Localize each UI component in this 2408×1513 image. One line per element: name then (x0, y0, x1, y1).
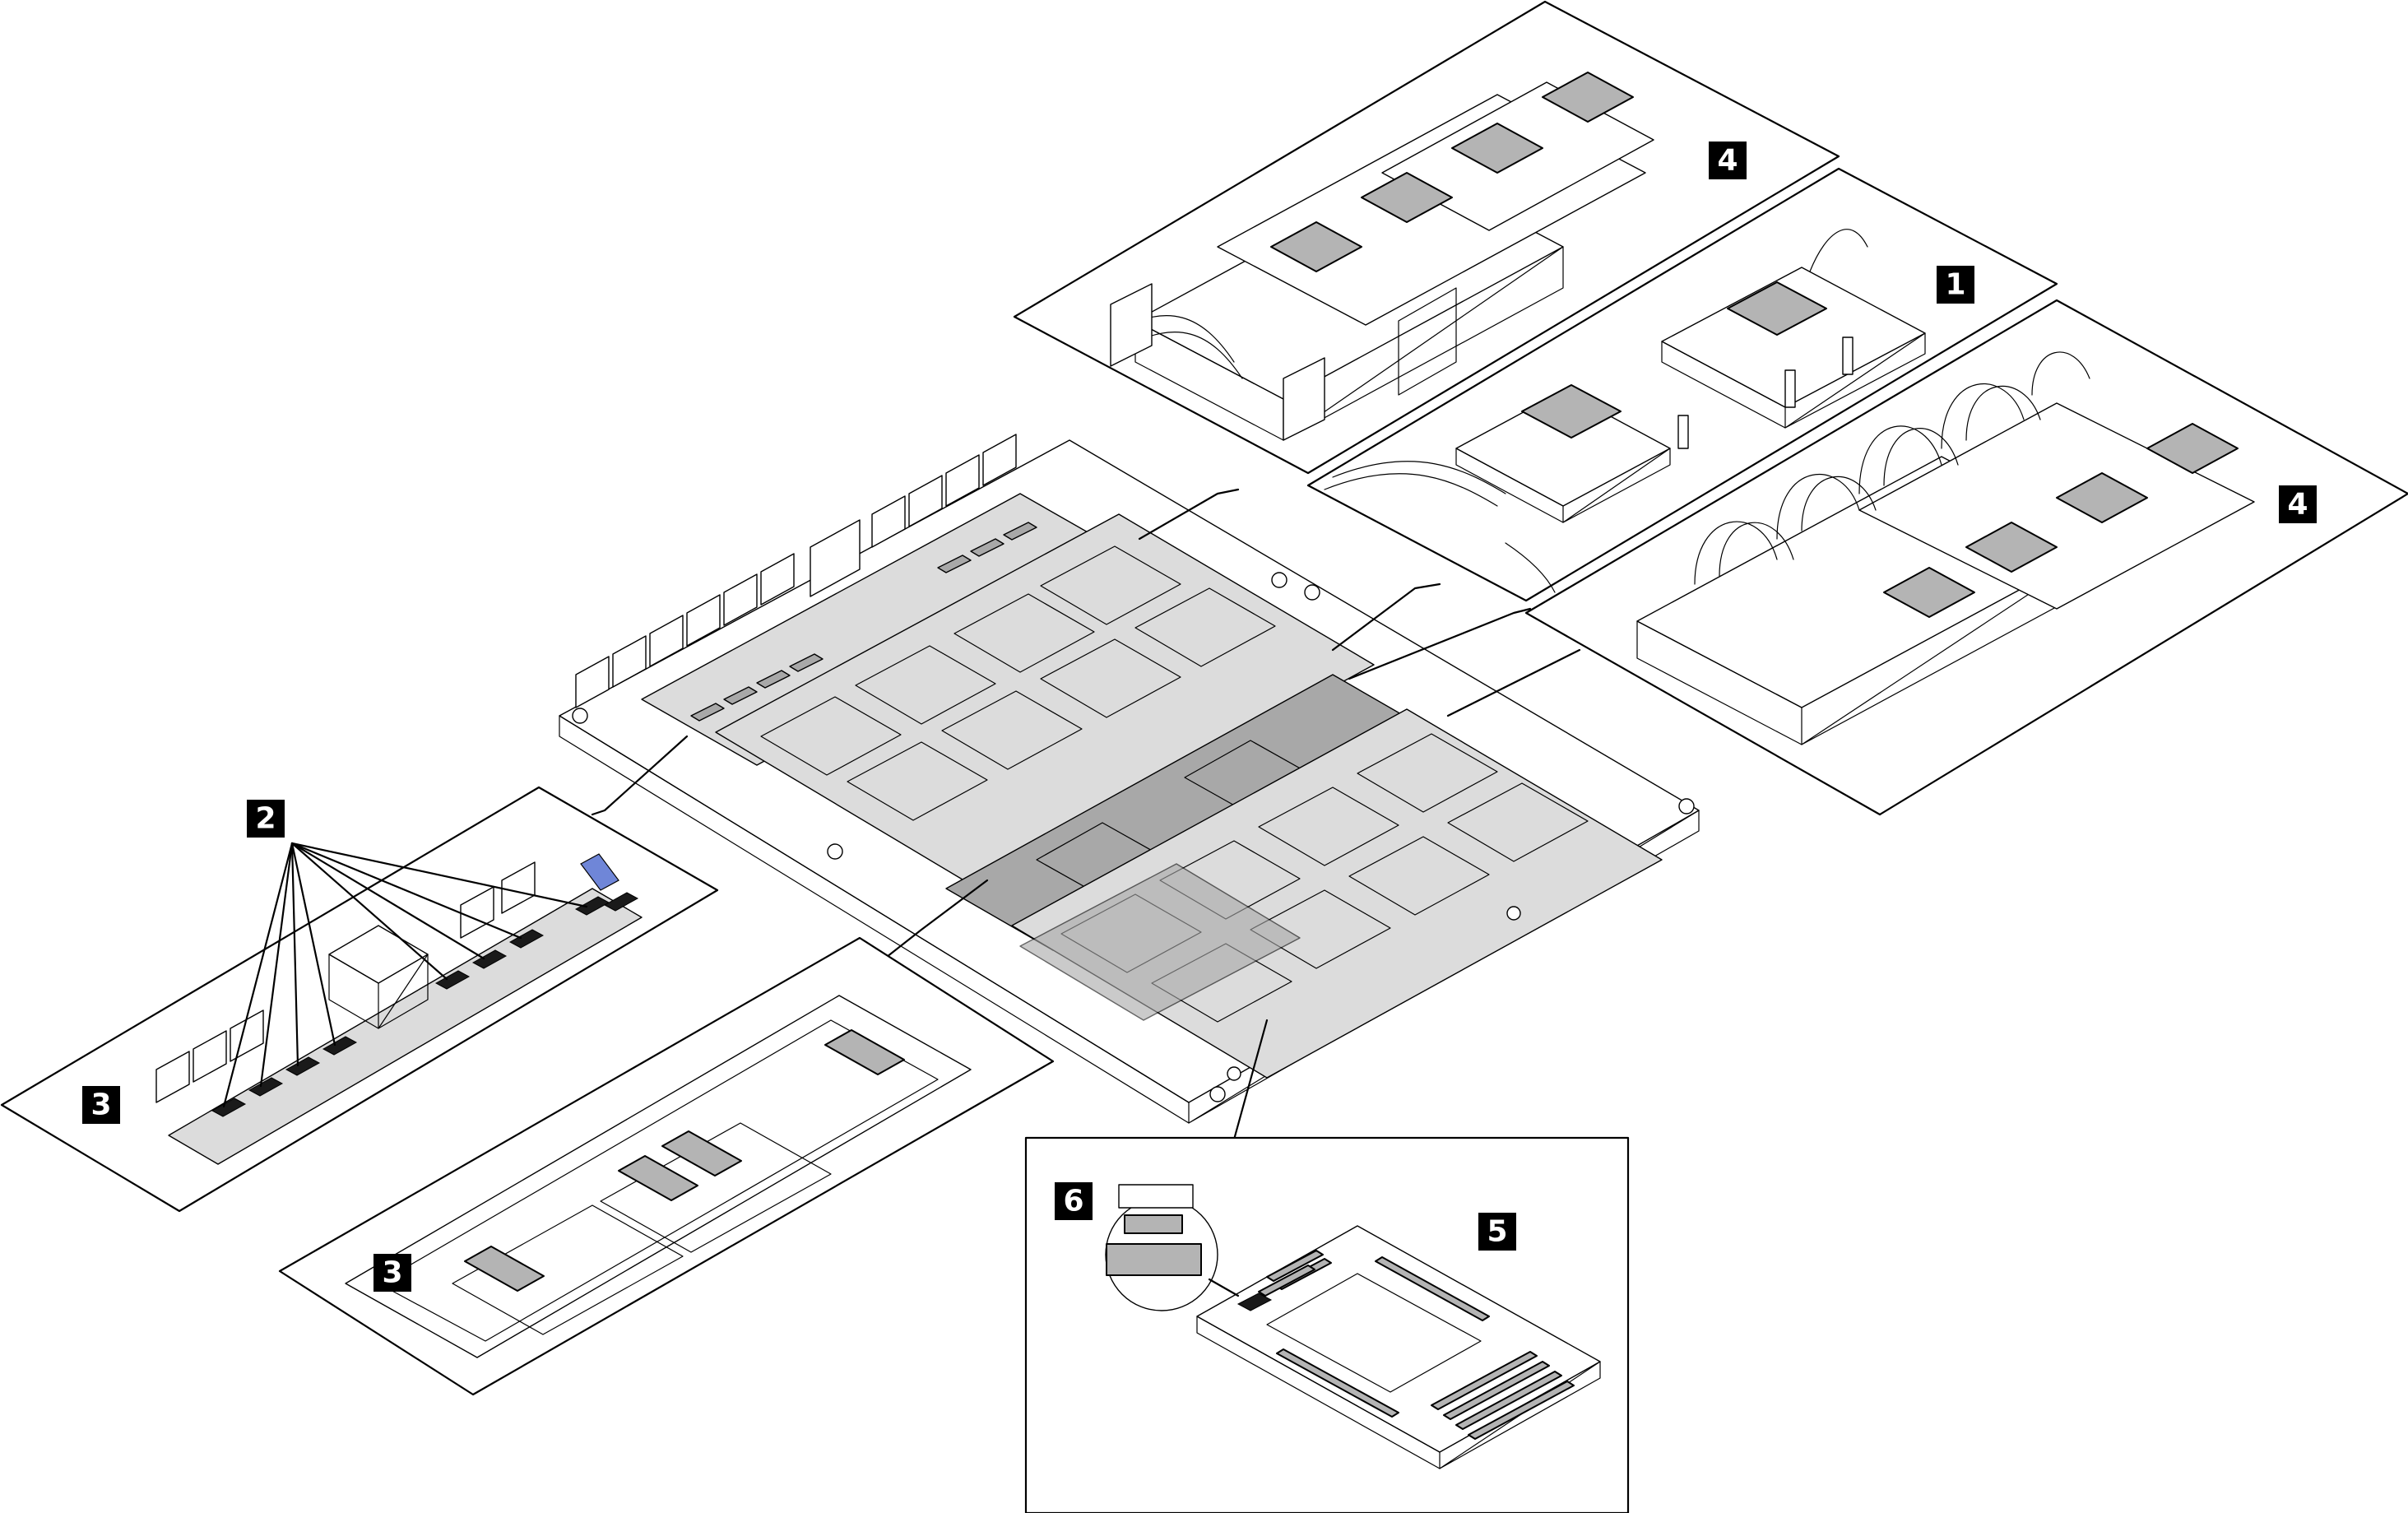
svg-text:2: 2 (255, 802, 276, 836)
thermal-pad (618, 1155, 698, 1201)
callout-6: 6 (1055, 1182, 1093, 1220)
callout-4-top: 4 (1709, 142, 1747, 179)
panel-baseplate-detail (278, 936, 1055, 1396)
callout-2: 2 (247, 800, 285, 838)
callout-3-left: 3 (82, 1086, 120, 1124)
coldplate-pad (1270, 221, 1362, 272)
svg-text:3: 3 (90, 1088, 111, 1122)
svg-text:6: 6 (1063, 1185, 1083, 1218)
svg-text:3: 3 (382, 1256, 402, 1290)
panel-gpu-board-detail (1024, 1136, 1630, 1513)
coldplate-pad (1451, 123, 1543, 174)
standoff-screws (572, 572, 1695, 1102)
io-connectors (575, 434, 1017, 708)
callout-5: 5 (1478, 1213, 1516, 1251)
thermal-pad (824, 1029, 905, 1075)
board-connectors (1258, 1250, 1575, 1440)
io-board-chips (690, 522, 1037, 722)
coldplate-pad (1542, 72, 1634, 123)
callout-1: 1 (1937, 266, 1974, 304)
thermal-pad (464, 1246, 545, 1292)
coldplate-pad (1883, 567, 1975, 618)
callout-3-bottom: 3 (373, 1254, 411, 1292)
highlighted-chips (211, 892, 639, 1117)
system-board-assembly (559, 434, 1700, 1124)
panel-io-board-detail (0, 786, 719, 1213)
small-chip (1236, 1293, 1273, 1311)
svg-text:4: 4 (1717, 144, 1738, 178)
io-board-closeup (168, 888, 643, 1165)
coldplate-pad (1361, 172, 1453, 223)
cold-plate-upper-left (715, 513, 1375, 885)
svg-text:1: 1 (1945, 268, 1965, 302)
svg-text:4: 4 (2287, 488, 2308, 522)
callout-4-right: 4 (2279, 485, 2317, 523)
cpu-pad (1727, 281, 1827, 336)
panel-cpu-coldplates (1306, 167, 2058, 602)
lower-board-highlight (1019, 863, 1301, 1021)
springs (1677, 336, 1854, 449)
blue-connector (580, 853, 619, 891)
panel-gpu-coldplates-right (1524, 299, 2408, 816)
coldplate-pad (2146, 423, 2239, 474)
coldplate-pad (2056, 472, 2148, 523)
svg-text:5: 5 (1487, 1215, 1507, 1249)
callout-2-leaders (222, 842, 588, 1108)
thermal-pad (661, 1130, 742, 1177)
panel-gpu-coldplates-top (1013, 0, 1840, 475)
cpu-pad (1521, 384, 1622, 439)
coldplate-pad (1965, 522, 2058, 573)
